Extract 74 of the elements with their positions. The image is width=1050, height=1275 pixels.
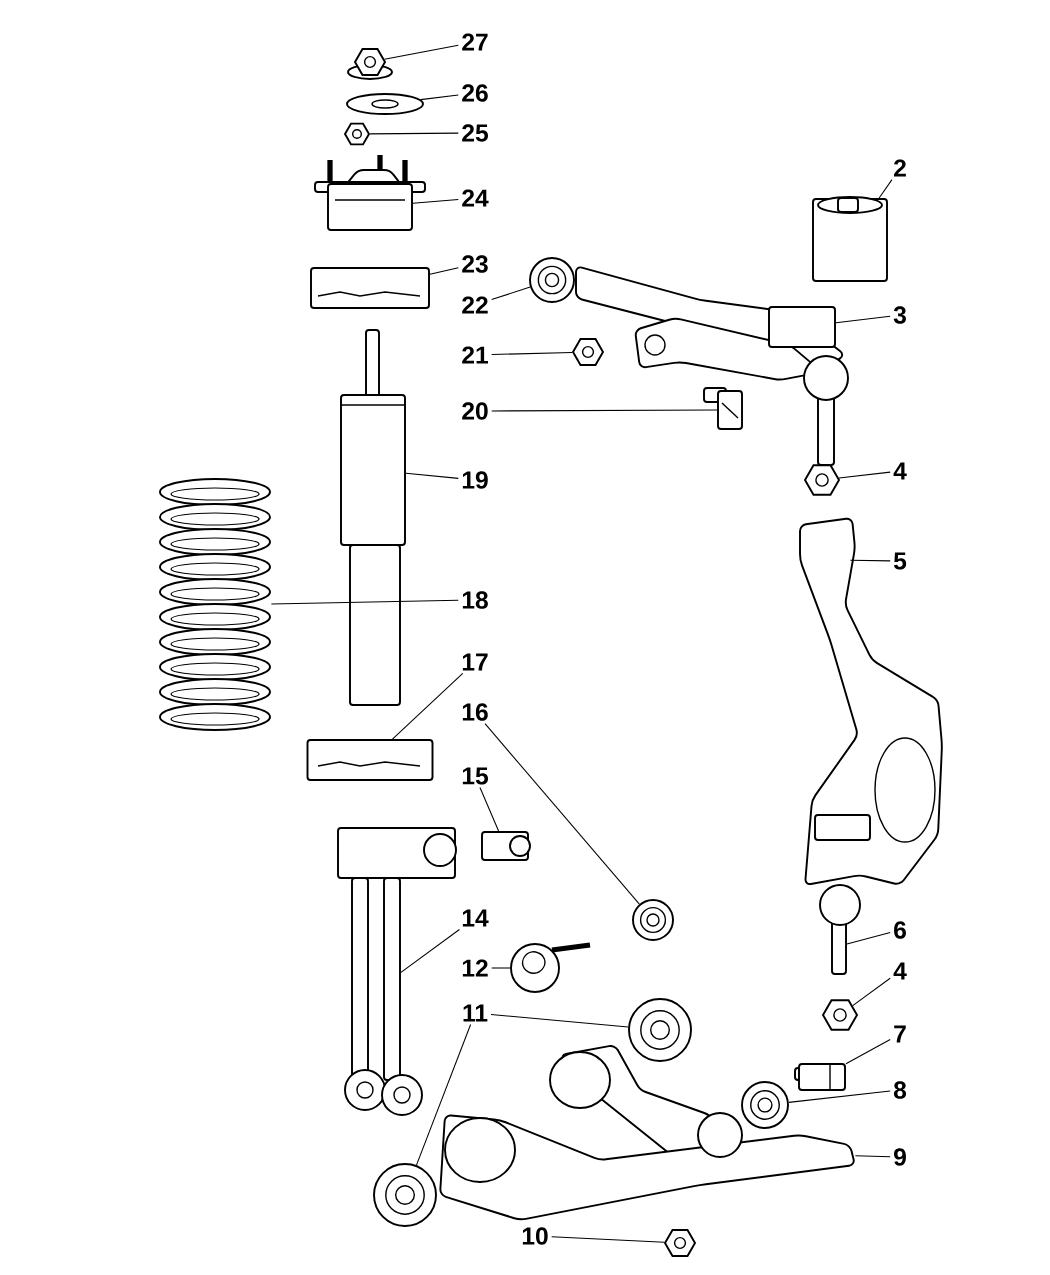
callout-number: 6 xyxy=(894,921,906,939)
callout-number: 10 xyxy=(522,1227,548,1245)
callout-number: 4 xyxy=(893,462,907,480)
lower-control-arm-drawing xyxy=(439,1045,855,1221)
leader-line xyxy=(491,351,573,356)
leader-line xyxy=(491,409,718,412)
coil-spring-drawing xyxy=(159,478,271,731)
callout-number: 5 xyxy=(893,552,907,570)
callout-number: 8 xyxy=(893,1081,907,1099)
hex-nut-drawing xyxy=(347,48,393,80)
leader-line xyxy=(384,44,459,60)
leader-line xyxy=(412,198,459,204)
callout-number: 12 xyxy=(462,959,488,977)
leader-line xyxy=(391,672,464,740)
spring-isolator xyxy=(310,267,430,309)
leader-line xyxy=(838,471,891,479)
leader-line xyxy=(854,1155,891,1158)
bushing xyxy=(529,257,575,303)
bushing xyxy=(373,1163,437,1227)
leader-line xyxy=(420,94,459,101)
leader-line xyxy=(845,1038,891,1065)
leader-line xyxy=(878,179,893,199)
leader-line xyxy=(835,315,891,324)
bolt-drawing xyxy=(703,387,743,430)
washer xyxy=(346,93,424,115)
callout-number: 19 xyxy=(462,471,488,489)
speed-sensor-drawing xyxy=(794,1063,846,1091)
leader-line xyxy=(849,559,891,562)
callout-number: 27 xyxy=(462,33,488,51)
leader-line xyxy=(405,472,459,479)
callout-number: 4 xyxy=(893,962,907,980)
bushing xyxy=(741,1081,789,1129)
callout-number: 9 xyxy=(894,1148,906,1166)
callout-number: 7 xyxy=(894,1025,906,1043)
leader-line xyxy=(400,928,460,973)
callout-number: 26 xyxy=(462,84,488,102)
callout-number: 16 xyxy=(462,703,488,721)
callout-number: 22 xyxy=(462,296,488,314)
rubber-bumper xyxy=(812,196,888,282)
leader-line xyxy=(551,1236,665,1243)
leader-line xyxy=(270,599,459,605)
callout-number: 23 xyxy=(462,255,488,273)
callout-number: 11 xyxy=(463,1004,488,1022)
callout-number: 15 xyxy=(462,767,488,785)
leader-line xyxy=(846,932,891,945)
callout-number: 17 xyxy=(462,653,488,671)
stud xyxy=(481,831,531,861)
spring-isolator xyxy=(306,739,434,781)
steering-knuckle-drawing xyxy=(799,517,943,885)
leader-line xyxy=(484,723,640,905)
leader-line xyxy=(490,1013,629,1028)
callout-number: 18 xyxy=(462,591,488,609)
link-drawing xyxy=(337,827,457,1116)
leader-line xyxy=(415,1023,472,1166)
bushing xyxy=(628,998,692,1062)
callout-number: 14 xyxy=(462,909,489,927)
washer-drawing xyxy=(510,942,591,993)
leader-line xyxy=(491,967,511,969)
callout-number: 2 xyxy=(894,159,906,177)
callout-number: 25 xyxy=(462,124,488,142)
bushing xyxy=(632,899,674,941)
ball-joint xyxy=(819,884,861,975)
leader-line xyxy=(429,267,459,275)
leader-line xyxy=(491,286,531,301)
callout-number: 24 xyxy=(462,189,489,207)
leader-line xyxy=(369,132,459,135)
leader-line xyxy=(852,977,891,1007)
callout-number: 3 xyxy=(893,306,906,324)
callout-number: 21 xyxy=(462,346,488,364)
leader-line xyxy=(788,1090,891,1103)
leader-line xyxy=(479,787,500,832)
callout-number: 20 xyxy=(462,402,488,420)
strut-mount-drawing xyxy=(314,155,426,231)
shock-absorber-drawing xyxy=(340,329,406,706)
